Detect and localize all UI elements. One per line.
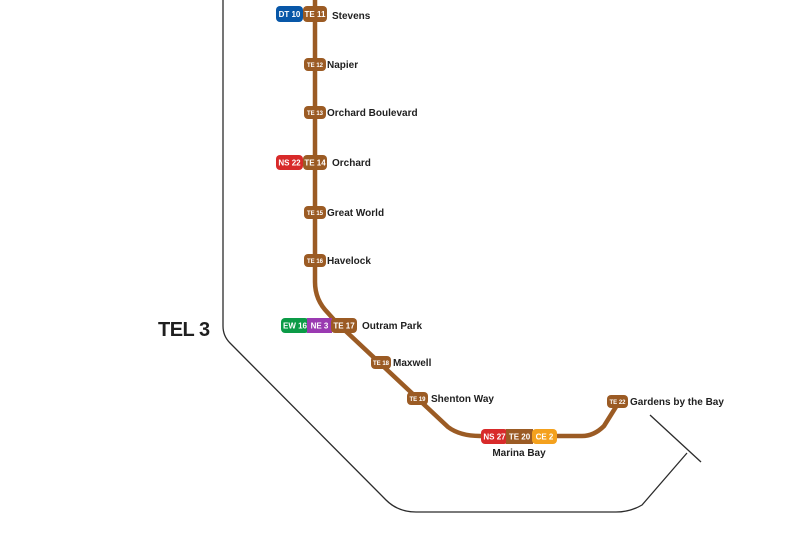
station-code-label: TE 13 (307, 111, 324, 117)
station-code-badge: EW 16 NE 3 TE 17 (281, 318, 357, 333)
station-name: Gardens by the Bay (630, 397, 724, 408)
station-code-label: TE 11 (305, 10, 326, 19)
station-code-badge: TE 19 (407, 392, 428, 405)
station-marina-bay[interactable]: NS 27 TE 20 CE 2 Marina Bay (481, 429, 557, 459)
station-havelock[interactable]: TE 16 Havelock (304, 254, 371, 267)
station-name: Orchard Boulevard (327, 108, 418, 119)
station-code-label: NS 27 (483, 433, 506, 442)
station-name: Havelock (327, 256, 371, 267)
station-code-label: TE 18 (373, 361, 390, 367)
station-name: Marina Bay (492, 448, 546, 459)
station-name: Great World (327, 208, 384, 219)
station-orchard[interactable]: NS 22 TE 14 Orchard (276, 155, 371, 170)
station-outram-park[interactable]: EW 16 NE 3 TE 17 Outram Park (281, 318, 422, 333)
section-label: TEL 3 (158, 319, 210, 341)
station-gardens-by-the-bay[interactable]: TE 22 Gardens by the Bay (607, 395, 724, 408)
station-code-label: CE 2 (536, 433, 554, 442)
station-napier[interactable]: TE 12 Napier (304, 58, 358, 71)
section-boundary-tick (649, 414, 702, 463)
station-name: Maxwell (393, 358, 432, 369)
station-stevens[interactable]: DT 10 TE 11 Stevens (276, 6, 371, 22)
station-code-badge: TE 12 (304, 58, 326, 71)
station-name: Orchard (332, 158, 371, 169)
station-orchard-boulevard[interactable]: TE 13 Orchard Boulevard (304, 106, 418, 119)
station-name: Napier (327, 60, 358, 71)
station-code-badge: DT 10 TE 11 (276, 6, 327, 22)
station-code-label: TE 15 (307, 211, 324, 217)
station-shenton-way[interactable]: TE 19 Shenton Way (407, 392, 494, 405)
station-name: Shenton Way (431, 394, 494, 405)
station-code-label: TE 19 (409, 397, 426, 403)
station-maxwell[interactable]: TE 18 Maxwell (371, 356, 432, 369)
station-code-label: TE 22 (609, 400, 626, 406)
station-code-label: NS 22 (278, 159, 301, 168)
station-code-label: TE 17 (333, 322, 355, 331)
thomson-east-coast-line-route (312, 0, 622, 439)
station-code-badge: TE 13 (304, 106, 326, 119)
station-great-world[interactable]: TE 15 Great World (304, 206, 384, 219)
station-code-badge: TE 22 (607, 395, 628, 408)
station-code-label: TE 16 (307, 259, 324, 265)
station-name: Outram Park (362, 321, 422, 332)
station-code-badge: TE 18 (371, 356, 391, 369)
station-name: Stevens (332, 11, 371, 22)
station-code-badge: NS 27 TE 20 CE 2 (481, 429, 557, 444)
section-boundary-line (222, 0, 688, 513)
station-code-badge: NS 22 TE 14 (276, 155, 327, 170)
station-code-label: DT 10 (279, 10, 301, 19)
station-code-badge: TE 15 (304, 206, 326, 219)
station-code-label: TE 14 (304, 159, 326, 168)
station-code-badge: TE 16 (304, 254, 326, 267)
station-code-label: NE 3 (311, 322, 329, 331)
station-code-label: TE 20 (509, 433, 531, 442)
station-code-label: EW 16 (283, 322, 308, 331)
station-code-label: TE 12 (307, 63, 324, 69)
